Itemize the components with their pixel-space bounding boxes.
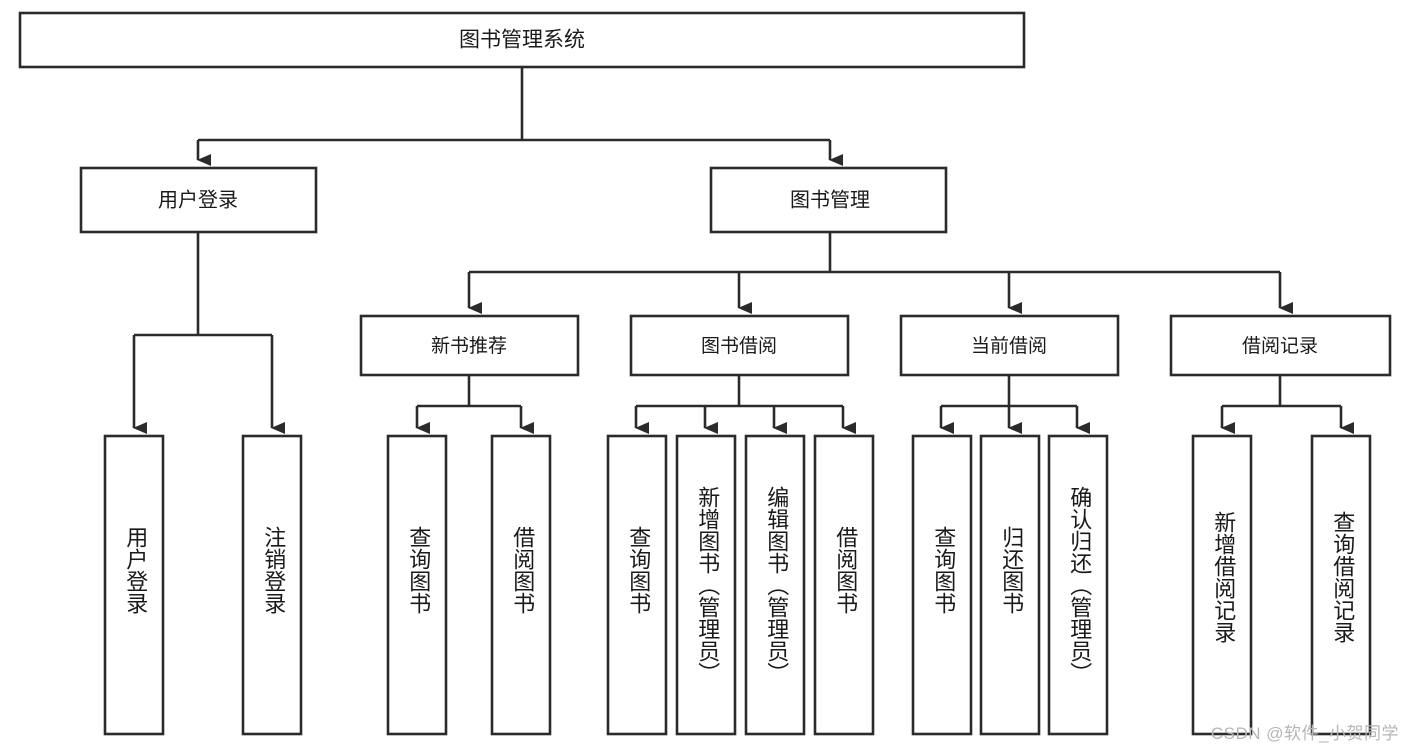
leaf-label-vertical: 编辑图书（管理员） [764,486,789,684]
node-current-borrow-label: 当前借阅 [971,335,1047,357]
leaf-label-vertical: 借阅图书 [833,526,858,614]
leaf-label-vertical: 查询图书 [406,526,431,614]
node-book-management[interactable]: 图书管理 [709,166,948,234]
leaf-box [813,434,875,736]
leaf-box [386,434,448,736]
leaf-new-book-recommend-1[interactable]: 借阅图书 [490,434,552,736]
leaf-box [606,434,668,736]
leaf-label-vertical: 查询图书 [931,526,956,614]
node-borrow-record-label: 借阅记录 [1242,335,1318,357]
node-borrow-record-box [1169,314,1392,377]
connector-layer [132,67,1354,434]
node-root-label: 图书管理系统 [459,29,585,52]
leaf-label-vertical: 注销登录 [261,526,286,614]
node-new-book-recommend-label: 新书推荐 [431,335,507,357]
leaf-current-borrow-2[interactable]: 确认归还（管理员） [1047,434,1109,736]
leaf-box [1191,434,1253,736]
node-book-borrow-box [629,314,850,377]
leaf-box [103,434,165,736]
node-current-borrow-box [899,314,1120,377]
node-book-management-label: 图书管理 [790,188,870,211]
node-user-login-box [79,166,318,234]
leaf-box [911,434,973,736]
leaf-current-borrow-1[interactable]: 归还图书 [979,434,1041,736]
leaf-box [241,434,303,736]
node-book-borrow-label: 图书借阅 [701,335,777,357]
node-user-login[interactable]: 用户登录 [79,166,318,234]
node-root-box [18,11,1026,69]
leaf-borrow-record-0[interactable]: 新增借阅记录 [1191,434,1253,736]
node-root-book-management-system[interactable]: 图书管理系统 [18,11,1026,69]
leaf-label-vertical: 新增借阅记录 [1211,511,1236,643]
node-borrow-record[interactable]: 借阅记录 [1169,314,1392,377]
node-book-borrow[interactable]: 图书借阅 [629,314,850,377]
leaf-book-borrow-0[interactable]: 查询图书 [606,434,668,736]
leaf-box [744,434,806,736]
leaf-label-vertical: 新增图书（管理员） [695,486,720,684]
leaf-label-vertical: 归还图书 [999,526,1024,614]
leaf-label-vertical: 查询图书 [626,526,651,614]
leaf-box [1310,434,1372,736]
leaf-box [490,434,552,736]
node-new-book-recommend-box [359,314,580,377]
leaf-user-login-1[interactable]: 注销登录 [241,434,303,736]
leaf-new-book-recommend-0[interactable]: 查询图书 [386,434,448,736]
leaf-label-vertical: 用户登录 [123,526,148,614]
leaf-current-borrow-0[interactable]: 查询图书 [911,434,973,736]
node-new-book-recommend[interactable]: 新书推荐 [359,314,580,377]
leaf-box [1047,434,1109,736]
csdn-watermark: CSDN @软件_小贺同学 [1210,724,1399,743]
leaf-book-borrow-2[interactable]: 编辑图书（管理员） [744,434,806,736]
leaf-box [979,434,1041,736]
leaf-user-login-0[interactable]: 用户登录 [103,434,165,736]
node-current-borrow[interactable]: 当前借阅 [899,314,1120,377]
node-book-management-box [709,166,948,234]
leaf-label-vertical: 确认归还（管理员） [1067,486,1092,684]
leaf-label-vertical: 借阅图书 [510,526,535,614]
leaf-book-borrow-3[interactable]: 借阅图书 [813,434,875,736]
node-user-login-label: 用户登录 [158,188,238,211]
leaf-label-vertical: 查询借阅记录 [1330,511,1355,643]
leaf-borrow-record-1[interactable]: 查询借阅记录 [1310,434,1372,736]
leaf-book-borrow-1[interactable]: 新增图书（管理员） [675,434,737,736]
leaf-box [675,434,737,736]
